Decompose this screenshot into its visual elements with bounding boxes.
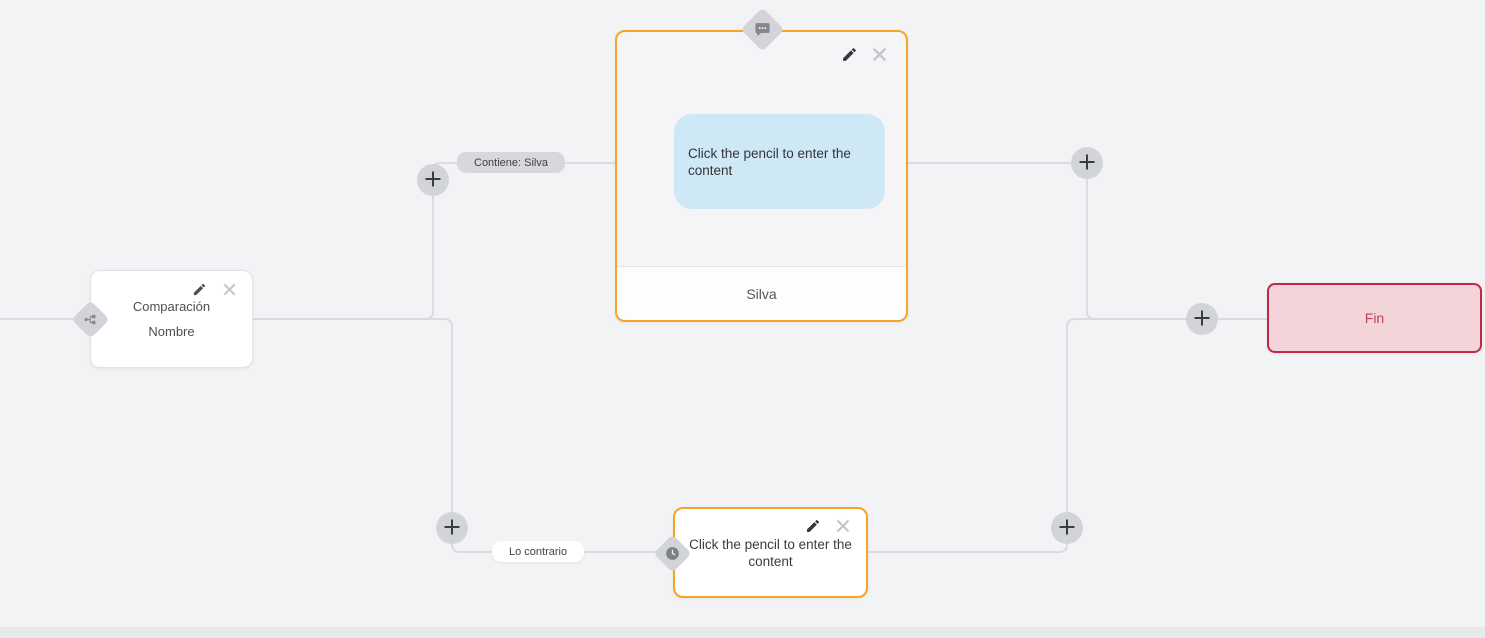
pencil-icon — [841, 46, 858, 66]
add-node-button-before-end[interactable] — [1186, 303, 1218, 335]
branch-icon — [83, 312, 98, 327]
pencil-icon — [805, 518, 821, 537]
message-connector[interactable] — [740, 7, 785, 52]
message-footer: Silva — [617, 266, 906, 320]
add-node-button-top-right[interactable] — [1071, 147, 1103, 179]
end-node[interactable]: Fin — [1267, 283, 1482, 353]
close-icon — [871, 46, 888, 66]
delete-node-button[interactable] — [219, 280, 240, 301]
edge-delay-to-end — [868, 318, 1268, 553]
message-preview-bubble: Click the pencil to enter the content — [674, 114, 885, 209]
clock-icon — [664, 545, 681, 562]
condition-title-line1: Comparación — [132, 299, 211, 314]
condition-node[interactable]: Comparación Nombre — [71, 270, 253, 368]
plus-icon — [424, 170, 442, 191]
edge-condition-to-delay — [253, 318, 674, 553]
condition-title-line2: Nombre — [148, 324, 195, 339]
chat-bubble-icon — [754, 21, 771, 38]
end-node-label: Fin — [1364, 310, 1385, 326]
message-placeholder-text: Click the pencil to enter the content — [688, 145, 851, 178]
close-icon — [835, 518, 851, 537]
delay-connector[interactable] — [653, 534, 692, 573]
add-node-button-bottom-right[interactable] — [1051, 512, 1083, 544]
branch-label-otherwise: Lo contrario — [492, 541, 585, 562]
edit-node-button[interactable] — [802, 517, 823, 538]
plus-icon — [443, 518, 461, 539]
delay-placeholder-text: Click the pencil to enter the content — [689, 536, 852, 569]
message-name-label: Silva — [746, 285, 777, 302]
condition-connector[interactable] — [71, 300, 110, 339]
delay-node[interactable]: Click the pencil to enter the content — [653, 507, 868, 598]
close-icon — [222, 282, 237, 300]
delete-node-button[interactable] — [869, 45, 890, 66]
branch-label-contains: Contiene: Silva — [457, 152, 565, 173]
edit-node-button[interactable] — [839, 45, 860, 66]
message-node[interactable]: Click the pencil to enter the content Si… — [615, 7, 908, 322]
plus-icon — [1058, 518, 1076, 539]
edge-message-to-end — [908, 162, 1268, 320]
delete-node-button[interactable] — [832, 517, 853, 538]
edit-node-button[interactable] — [189, 280, 210, 301]
canvas-bottom-edge — [0, 627, 1485, 638]
plus-icon — [1078, 153, 1096, 174]
plus-icon — [1193, 309, 1211, 330]
add-node-button-bottom-left[interactable] — [436, 512, 468, 544]
add-node-button-top-left[interactable] — [417, 164, 449, 196]
pencil-icon — [192, 282, 207, 300]
